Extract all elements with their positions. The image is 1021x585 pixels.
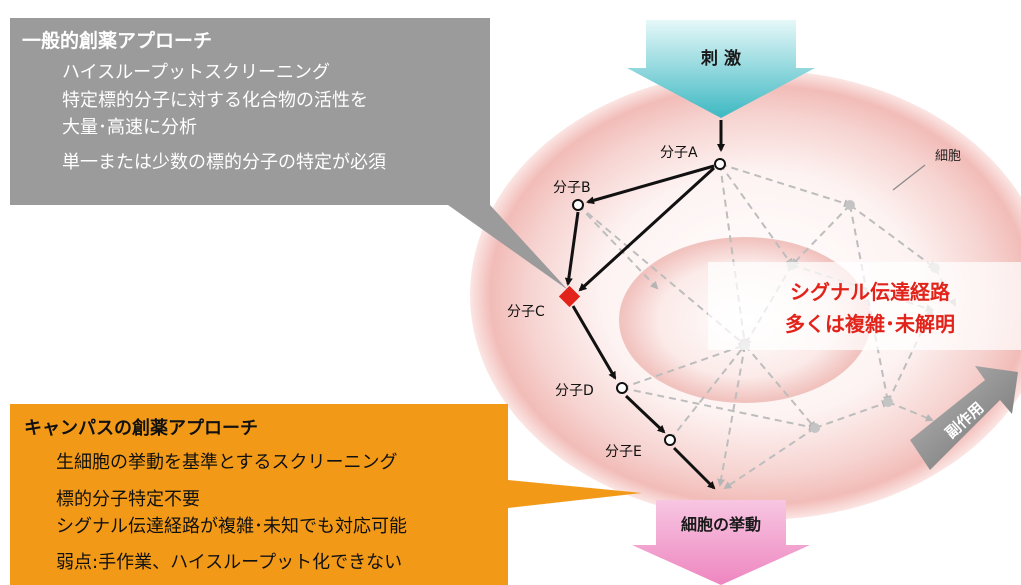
general-approach-line2: 特定標的分子に対する化合物の活性を <box>62 90 368 111</box>
general-approach-title: 一般的創薬アプローチ <box>22 29 212 52</box>
pathway-line2: 多くは複雑･未解明 <box>785 312 955 336</box>
molecule-b-label: 分子B <box>553 180 591 196</box>
behavior-label: 細胞の挙動 <box>681 515 761 534</box>
canvas-approach-line3: シグナル伝達経路が複雑･未知でも対応可能 <box>56 516 407 537</box>
canvas-approach-line1: 生細胞の挙動を基準とするスクリーニング <box>56 452 397 473</box>
molecule-a-node <box>714 158 726 170</box>
canvas-approach-title: キャンパスの創薬アプローチ <box>24 417 258 439</box>
general-approach-line4: 単一または少数の標的分子の特定が必須 <box>62 152 386 173</box>
stimulus-arrow <box>627 20 815 118</box>
cell-label: 細胞 <box>935 149 961 164</box>
molecule-b-node <box>572 199 584 211</box>
canvas-approach-line2: 標的分子特定不要 <box>56 489 200 510</box>
stimulus-label: 刺 激 <box>701 48 741 69</box>
canvas-approach-callout <box>10 404 642 585</box>
molecule-c-target-marker <box>558 285 581 308</box>
pathway-line1: シグナル伝達経路 <box>790 280 951 304</box>
molecule-a-label: 分子A <box>660 145 698 161</box>
cell-pointer-line <box>892 164 926 191</box>
side-effect-arrow <box>910 366 1018 470</box>
general-approach-line1: ハイスループットスクリーニング <box>62 62 330 83</box>
known-pathway <box>564 120 725 490</box>
molecule-e-node <box>664 434 676 446</box>
canvas-approach-line4: 弱点:手作業、ハイスループット化できない <box>56 552 402 573</box>
behavior-arrow <box>632 500 810 585</box>
molecule-d-label: 分子D <box>555 383 594 399</box>
molecule-d-node <box>616 382 628 394</box>
molecule-c-label: 分子C <box>507 304 545 320</box>
molecule-e-label: 分子E <box>605 444 642 460</box>
general-approach-line3: 大量･高速に分析 <box>62 117 197 138</box>
general-approach-callout <box>10 18 568 290</box>
pathway-text-box <box>708 262 1021 350</box>
